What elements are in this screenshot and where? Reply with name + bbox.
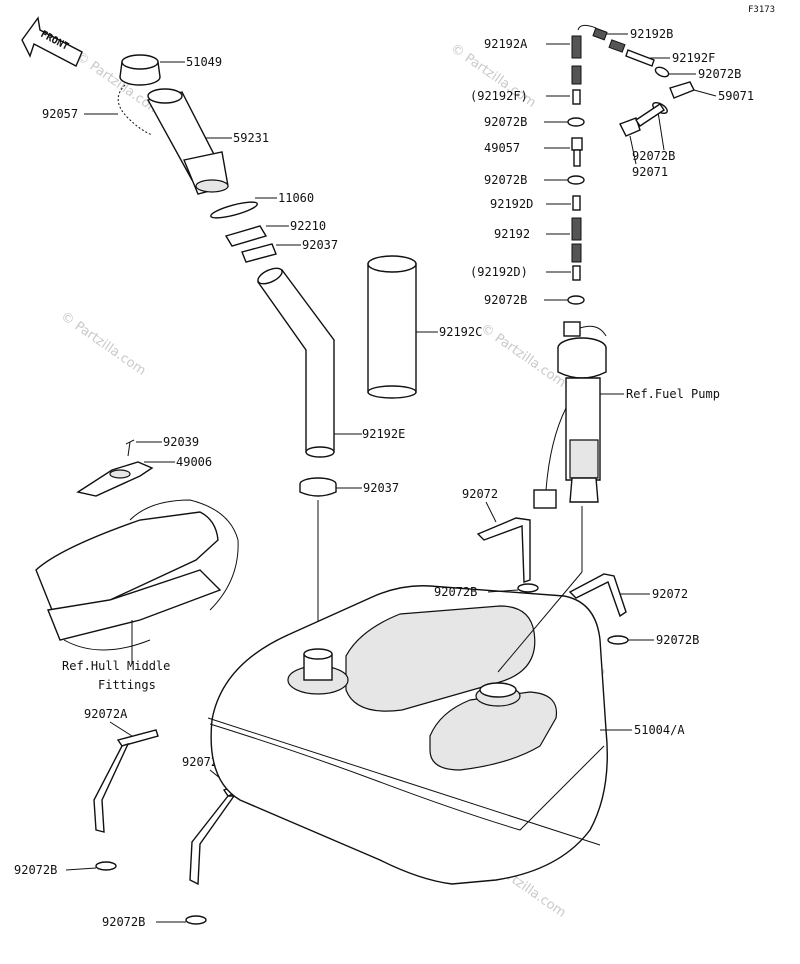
label-92072B-r3: 92072B [632, 149, 675, 163]
clip-92072B-r6 [607, 635, 654, 645]
label-92192: 92192 [494, 227, 530, 241]
spring-92192D [546, 195, 581, 211]
label-92039: 92039 [163, 435, 199, 449]
clip-92072B-m [487, 583, 539, 593]
clip-92072B-r5 [544, 295, 585, 305]
label-92072B-r2: 92072B [484, 115, 527, 129]
label-49057: 49057 [484, 141, 520, 155]
label-92071: 92071 [632, 165, 668, 179]
label-92192B: 92192B [630, 27, 673, 41]
spring-92192 [546, 217, 582, 241]
label-92192F: 92192F [672, 51, 715, 65]
hose-92192E [256, 267, 362, 458]
label-59231: 59231 [233, 131, 269, 145]
label-92072B-r5: 92072B [484, 293, 527, 307]
strap-92072A-left [93, 721, 159, 833]
label-ref-fuel-pump: Ref.Fuel Pump [626, 387, 720, 401]
clip-92072B-r4 [544, 175, 585, 185]
clamp-92037-upper [241, 243, 277, 263]
label-92210: 92210 [290, 219, 326, 233]
label-92192F-paren: (92192F) [470, 89, 528, 103]
label-59071: 59071 [718, 89, 754, 103]
label-92072B-l1: 92072B [14, 863, 57, 877]
fuel-pump [497, 321, 624, 673]
label-51049: 51049 [186, 55, 222, 69]
clip-92072B-r2 [544, 117, 585, 127]
fitting-49057 [544, 137, 583, 167]
label-92072B-r1: 92072B [698, 67, 741, 81]
label-51004A: 51004/A [634, 723, 685, 737]
cap-tether [117, 84, 153, 136]
spring-92192D-paren [546, 243, 582, 281]
label-92192D-paren: (92192D) [470, 265, 528, 279]
fitting-59071 [669, 81, 717, 99]
clip-92072B-l1 [65, 861, 117, 871]
label-49006: 49006 [176, 455, 212, 469]
band-92072-a [476, 501, 531, 583]
watermark-1: © Partzilla.com [58, 309, 149, 379]
label-92072-a: 92072 [462, 487, 498, 501]
label-92192C: 92192C [439, 325, 482, 339]
figure-code: F3173 [748, 5, 775, 15]
hose-92192C [367, 255, 438, 399]
fuel-tank-51004A [207, 585, 632, 885]
spring-92192F [608, 39, 670, 67]
front-arrow: FRONT [21, 16, 83, 67]
label-92192A: 92192A [484, 37, 528, 51]
plate-49006 [76, 461, 175, 497]
hull-middle-fittings [35, 499, 239, 664]
label-ref-hull-2: Fittings [98, 678, 156, 692]
label-92057: 92057 [42, 107, 78, 121]
label-92037-lower: 92037 [363, 481, 399, 495]
spring-92192A [546, 35, 582, 59]
nut-92210 [224, 225, 268, 247]
filler-neck [146, 88, 232, 195]
label-ref-hull-1: Ref.Hull Middle [62, 659, 170, 673]
clip-92072B-r1 [654, 66, 696, 78]
label-92072B-m: 92072B [434, 585, 477, 599]
label-92072A-1: 92072A [84, 707, 128, 721]
label-92192D: 92192D [490, 197, 533, 211]
spring-92192F-paren [546, 65, 582, 105]
label-92072B-r6: 92072B [656, 633, 699, 647]
spring-92192B [577, 24, 628, 41]
label-92072-b: 92072 [652, 587, 688, 601]
label-92037-upper: 92037 [302, 238, 338, 252]
label-92072B-r4: 92072B [484, 173, 527, 187]
valve-92071 [619, 103, 665, 165]
label-11060: 11060 [278, 191, 314, 205]
gasket-11060 [210, 201, 258, 219]
screw-92039 [125, 439, 162, 457]
band-92072-b [568, 573, 650, 618]
label-92192E: 92192E [362, 427, 405, 441]
label-92072B-l2: 92072B [102, 915, 145, 929]
clip-92072B-l2 [156, 915, 207, 925]
watermark-3: © Partzilla.com [478, 321, 569, 391]
filler-cap [119, 54, 185, 86]
